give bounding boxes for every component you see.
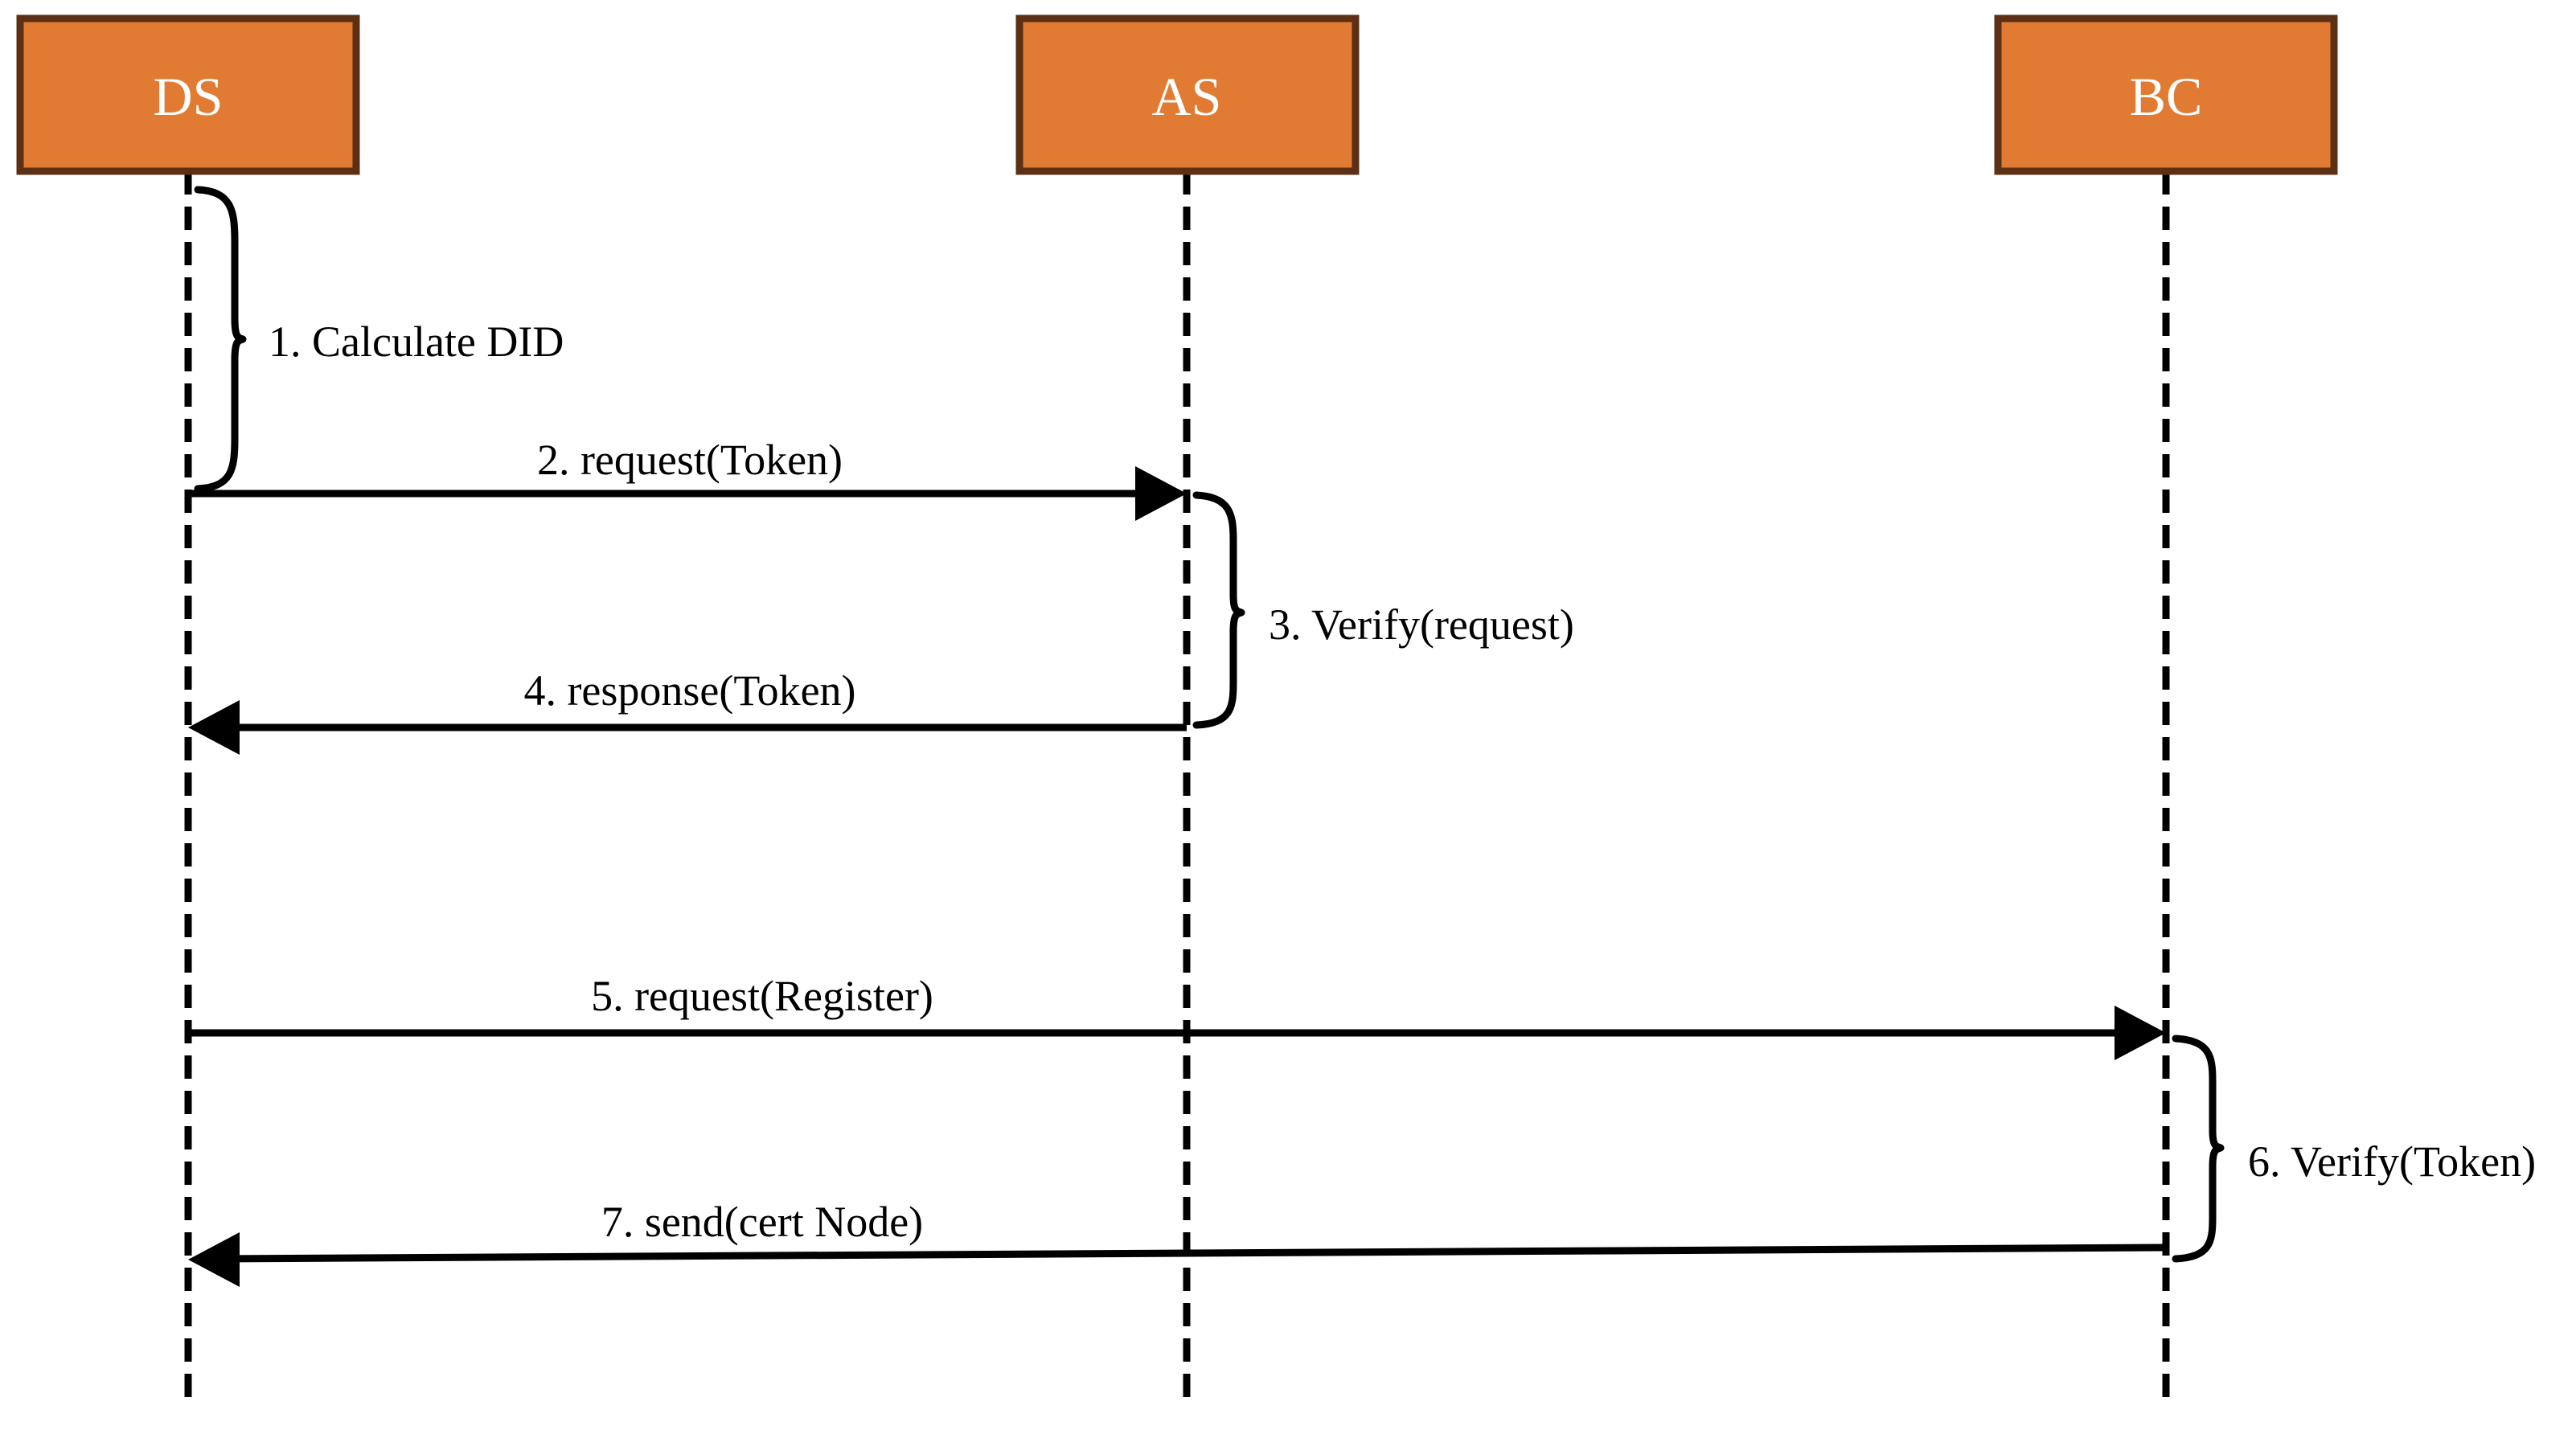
message-label-7: 7. send(cert Node) bbox=[601, 1198, 923, 1246]
brace-icon-3 bbox=[1192, 491, 1245, 729]
participant-label-as: AS bbox=[1152, 66, 1222, 127]
message-label-6: 6. Verify(Token) bbox=[2248, 1137, 2536, 1186]
message-3-verify-request: 3. Verify(request) bbox=[1192, 491, 1574, 729]
message-6-verify-token: 6. Verify(Token) bbox=[2172, 1035, 2536, 1263]
message-label-5: 5. request(Register) bbox=[591, 972, 933, 1020]
message-label-4: 4. response(Token) bbox=[523, 666, 855, 715]
message-7-send-cert-node: 7. send(cert Node) bbox=[188, 1198, 2167, 1287]
participant-box-bc[interactable] bbox=[1994, 14, 2338, 175]
participant-label-bc: BC bbox=[2130, 66, 2203, 127]
message-2-request-token: 2. request(Token) bbox=[188, 436, 1187, 521]
arrow-head-icon-4 bbox=[188, 700, 240, 755]
message-4-response-token: 4. response(Token) bbox=[188, 666, 1187, 755]
arrow-head-icon-7 bbox=[188, 1232, 240, 1287]
message-label-3: 3. Verify(request) bbox=[1269, 600, 1574, 649]
participant-box-ds[interactable] bbox=[16, 14, 360, 175]
arrow-head-icon-5 bbox=[2115, 1006, 2166, 1060]
brace-icon-1 bbox=[194, 186, 247, 493]
participant-label-ds: DS bbox=[154, 66, 224, 127]
message-1-calculate-did: 1. Calculate DID bbox=[194, 186, 564, 493]
brace-icon-6 bbox=[2172, 1035, 2225, 1263]
participant-box-as[interactable] bbox=[1015, 14, 1360, 175]
message-label-1: 1. Calculate DID bbox=[269, 318, 564, 366]
message-label-2: 2. request(Token) bbox=[537, 436, 843, 484]
participants-group: DS AS BC bbox=[16, 14, 2338, 175]
lifelines-group bbox=[184, 171, 2170, 1408]
message-5-request-register: 5. request(Register) bbox=[188, 972, 2166, 1060]
message-line-7 bbox=[216, 1244, 2167, 1263]
arrow-head-icon-2 bbox=[1135, 466, 1187, 521]
